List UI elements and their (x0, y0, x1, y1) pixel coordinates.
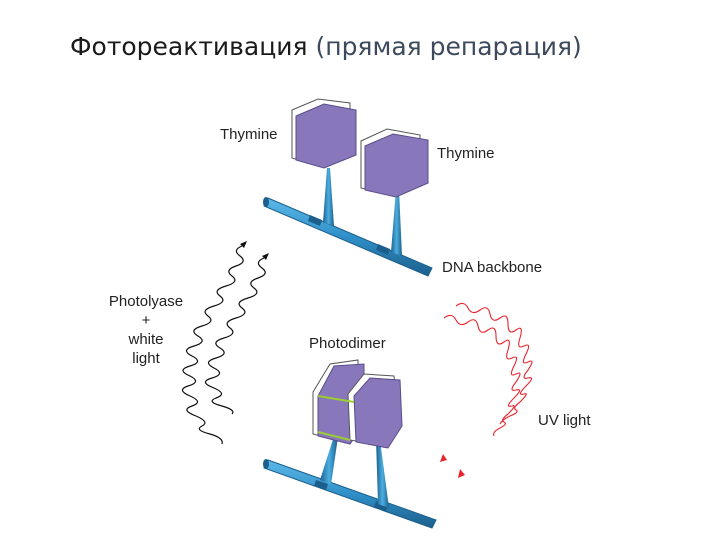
uv-light-wave-outer (440, 315, 520, 462)
dna-backbone-bottom (263, 459, 436, 528)
thymine-stem-right (391, 190, 402, 256)
photolyase-label-line4: light (100, 349, 192, 368)
thymine-hexagon-left (292, 99, 356, 168)
thymine-label-right: Thymine (437, 145, 495, 162)
uv-light-wave-inner (456, 303, 532, 478)
thymine-label-left: Thymine (220, 126, 278, 143)
dna-backbone-label: DNA backbone (442, 259, 542, 276)
photolyase-label-line2: + (100, 311, 192, 330)
photodimer-stem-right (376, 440, 389, 508)
photolyase-label-line1: Photolyase (100, 292, 192, 311)
dna-backbone-top (263, 197, 432, 276)
photodimer-stem-left (320, 436, 338, 485)
photolyase-label: Photolyase + white light (100, 292, 192, 368)
photodimer-hexagon-right (348, 374, 402, 448)
white-light-wave-inner (205, 253, 269, 414)
uv-light-label: UV light (538, 412, 591, 429)
photolyase-label-line3: white (100, 330, 192, 349)
thymine-hexagon-right (361, 129, 428, 197)
photodimer-label: Photodimer (309, 335, 386, 352)
thymine-stem-left (323, 168, 334, 226)
white-light-wave-outer (182, 241, 247, 444)
